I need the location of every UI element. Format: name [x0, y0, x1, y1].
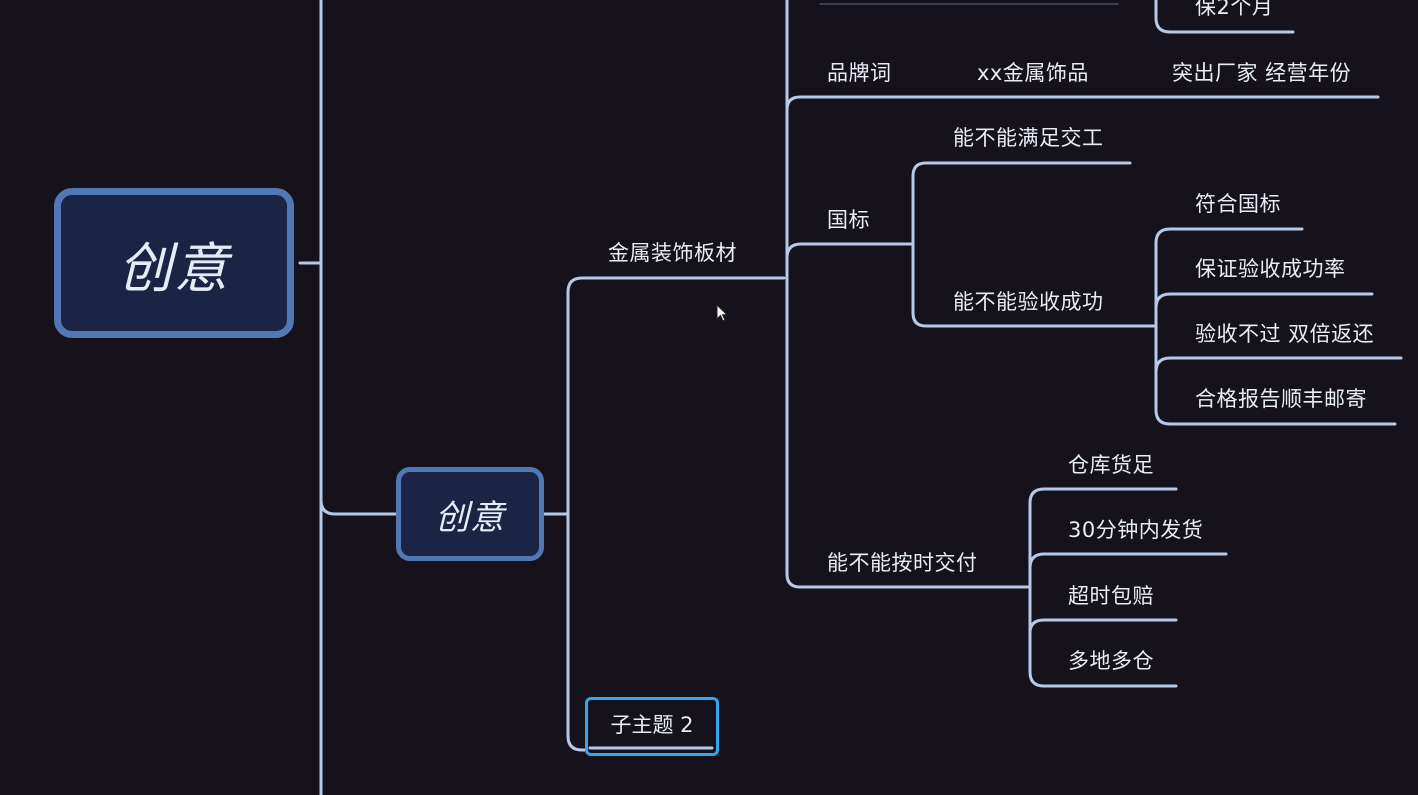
new-subtopic-label: 子主题 2 [610, 712, 694, 737]
topic-delivery-child-1[interactable]: 仓库货足 [1068, 453, 1154, 477]
root-topic-label: 创意 [118, 236, 230, 300]
subtopic-node[interactable]: 创意 [396, 467, 544, 561]
connector-delivery [785, 572, 1032, 589]
topic-standard-meet-label[interactable]: 能不能满足交工 [953, 126, 1104, 150]
connector-pass-top [1154, 227, 1304, 245]
topic-pass-child-4[interactable]: 合格报告顺丰邮寄 [1195, 387, 1367, 411]
connector-spine-down [566, 290, 587, 752]
branch-topic-label[interactable]: 金属装饰板材 [608, 241, 737, 265]
topic-delivery-label[interactable]: 能不能按时交付 [827, 551, 978, 575]
topic-pass-child-3[interactable]: 验收不过 双倍返还 [1195, 322, 1375, 346]
connector-brand [785, 95, 1380, 112]
connector-pass-3 [1154, 356, 1403, 374]
connector-subtopic [319, 498, 398, 516]
topic-brand-label[interactable]: 品牌词 [827, 61, 892, 85]
connector-delivery-3 [1028, 618, 1178, 635]
topic-delivery-child-3[interactable]: 超时包赔 [1068, 584, 1154, 608]
connector-delivery-top [1028, 487, 1178, 505]
topic-delivery-child-4[interactable]: 多地多仓 [1068, 649, 1154, 673]
connector-standard-down [911, 242, 1158, 328]
mouse-pointer-icon [716, 304, 729, 322]
subtopic-label: 创意 [435, 497, 505, 538]
topic-brand-product-label[interactable]: xx金属饰品 [977, 61, 1089, 85]
topic-standard-label[interactable]: 国标 [827, 208, 870, 232]
connector-branch-spine [566, 276, 786, 294]
connector-pass-2 [1154, 292, 1374, 310]
new-subtopic-node-selected[interactable]: 子主题 2 [585, 697, 719, 756]
connector-pass-spine [1154, 241, 1397, 426]
connector-standard [785, 242, 915, 260]
connector-delivery-2 [1028, 552, 1228, 570]
root-topic-node[interactable]: 创意 [54, 188, 294, 338]
topic-brand-highlight-label[interactable]: 突出厂家 经营年份 [1172, 61, 1352, 85]
connector-standard-up [911, 161, 1132, 246]
connector-top-partial [1154, 0, 1295, 34]
topic-delivery-child-2[interactable]: 30分钟内发货 [1068, 518, 1204, 542]
topic-standard-pass-label[interactable]: 能不能验收成功 [953, 290, 1104, 314]
topic-pass-child-1[interactable]: 符合国标 [1195, 192, 1281, 216]
connector-delivery-spine [1028, 501, 1178, 688]
topic-pass-child-2[interactable]: 保证验收成功率 [1195, 257, 1346, 281]
topic-top-partial-label[interactable]: 保2个月 [1195, 0, 1274, 19]
